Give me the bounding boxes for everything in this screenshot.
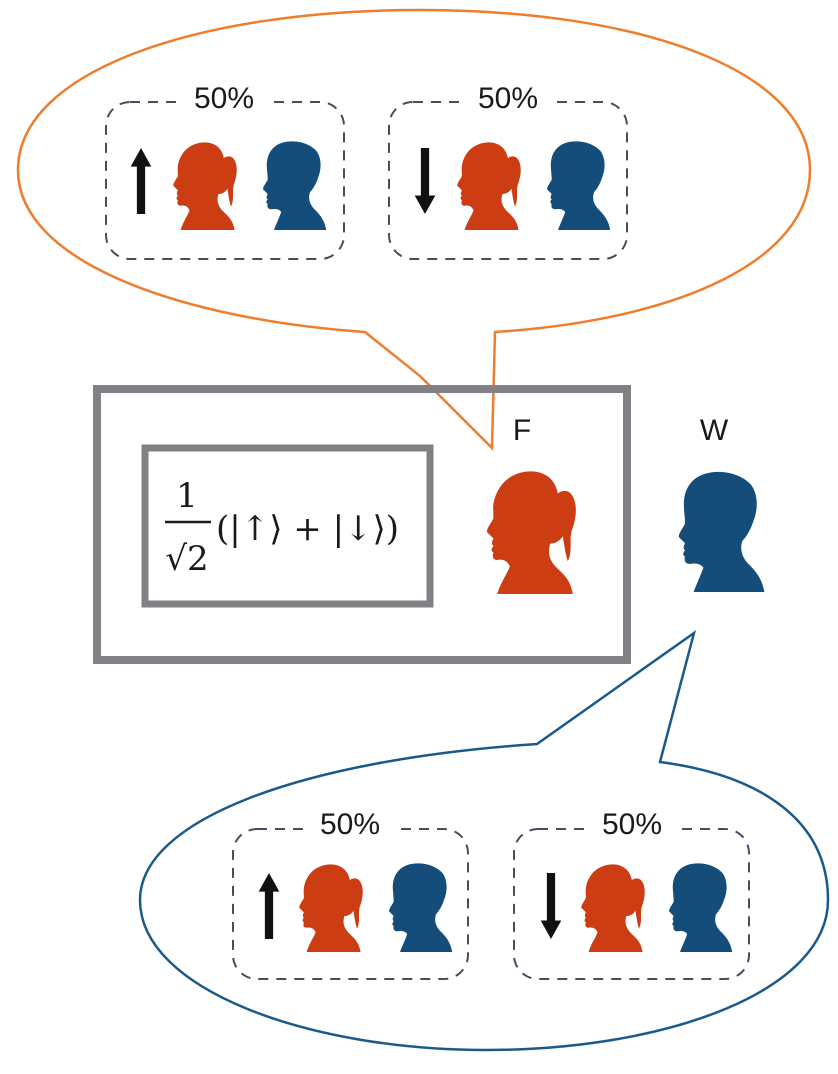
wigner-outcome-up: 50%	[232, 808, 469, 980]
friend-head-icon	[457, 142, 521, 230]
arrow-up-icon	[258, 873, 280, 939]
arrow-up-icon	[130, 148, 152, 214]
probability-label: 50%	[320, 808, 380, 841]
friend-head-icon	[581, 864, 645, 952]
friend-thought-bubble	[16, 8, 812, 451]
friend-head-icon	[486, 471, 576, 594]
friend-outcome-up: 50%	[105, 82, 345, 260]
friend-label: F	[513, 414, 531, 447]
quantum-state-expression: 1 √2 (|↑⟩ + |↓⟩)	[165, 476, 399, 579]
probability-label: 50%	[194, 82, 254, 115]
wigner-head-icon	[669, 863, 733, 952]
arrow-down-icon	[414, 148, 436, 214]
ket-superposition: (|↑⟩ + |↓⟩)	[216, 509, 399, 549]
wigner-thought-bubble	[138, 629, 830, 1052]
friend-head-icon	[299, 864, 363, 952]
wigner-label: W	[700, 414, 729, 447]
probability-label: 50%	[602, 808, 662, 841]
wigner-outcome-down: 50%	[513, 808, 750, 980]
laboratory-outer-box	[93, 385, 631, 664]
spin-system-inner-box	[141, 444, 434, 608]
coefficient-denominator: √2	[165, 539, 208, 579]
arrow-down-icon	[540, 873, 562, 939]
wigner-head-icon	[547, 141, 611, 230]
probability-label: 50%	[478, 82, 538, 115]
wigner-head-icon	[389, 863, 453, 952]
friend-outcome-down: 50%	[388, 82, 628, 260]
wigner-head-icon	[263, 141, 327, 230]
coefficient-numerator: 1	[176, 476, 198, 516]
wigner-head-icon	[678, 471, 765, 592]
friend-head-icon	[173, 142, 237, 230]
